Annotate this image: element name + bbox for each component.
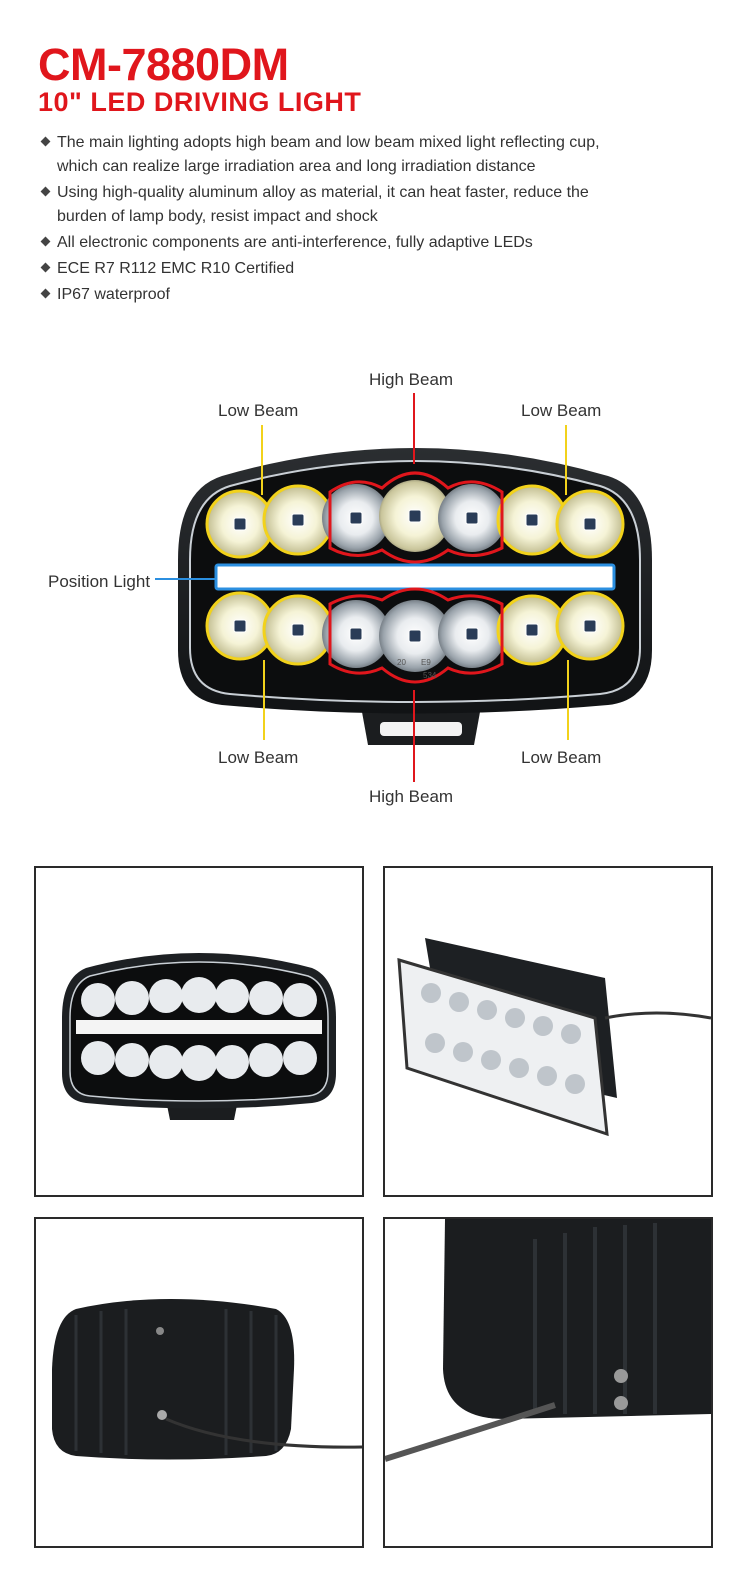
feature-item: ECE R7 R112 EMC R10 Certified <box>40 257 642 281</box>
low-beam-bottom-left-label: Low Beam <box>218 748 299 767</box>
high-beam-bottom-label: High Beam <box>369 787 454 806</box>
photo-front-view <box>34 866 364 1197</box>
feature-text: ECE R7 R112 EMC R10 Certified <box>57 260 295 277</box>
feature-list: The main lighting adopts high beam and l… <box>40 131 642 309</box>
model-title: CM-7880DM <box>38 39 289 90</box>
lamp-angled-icon <box>397 938 711 1137</box>
feature-text: IP67 waterproof <box>57 286 170 303</box>
feature-text: Using high-quality aluminum alloy as mat… <box>57 184 589 225</box>
low-beam-top-left-label: Low Beam <box>218 401 299 420</box>
lamp-diagram: High Beam Low Beam Low Beam Position Lig… <box>0 360 750 820</box>
diamond-bullet-icon <box>40 262 51 273</box>
photo-angled-view <box>383 866 713 1197</box>
lens-marking: 534 <box>423 671 437 680</box>
photo-rear-closeup <box>383 1217 713 1548</box>
feature-text: All electronic components are anti-inter… <box>57 234 533 251</box>
diamond-bullet-icon <box>40 288 51 299</box>
lens-marking: E9 <box>421 658 431 667</box>
lamp-closeup-icon <box>385 1219 711 1462</box>
diamond-bullet-icon <box>40 236 51 247</box>
position-light-label: Position Light <box>48 572 151 591</box>
feature-item: All electronic components are anti-inter… <box>40 231 642 255</box>
feature-text: The main lighting adopts high beam and l… <box>57 134 600 175</box>
low-beam-top-right-label: Low Beam <box>521 401 602 420</box>
diamond-bullet-icon <box>40 136 51 147</box>
lamp-front-icon <box>62 953 336 1120</box>
low-beam-bottom-right-label: Low Beam <box>521 748 602 767</box>
lens-marking: 20 <box>397 658 406 667</box>
feature-item: IP67 waterproof <box>40 283 642 307</box>
lamp-rear-icon <box>52 1299 362 1460</box>
lamp-front-illustration <box>155 393 652 782</box>
feature-item: The main lighting adopts high beam and l… <box>40 131 642 179</box>
position-light-bar <box>214 563 616 591</box>
diamond-bullet-icon <box>40 186 51 197</box>
photo-rear-view <box>34 1217 364 1548</box>
high-beam-top-label: High Beam <box>369 370 454 389</box>
product-subtitle: 10" LED DRIVING LIGHT <box>38 87 362 117</box>
feature-item: Using high-quality aluminum alloy as mat… <box>40 181 642 229</box>
